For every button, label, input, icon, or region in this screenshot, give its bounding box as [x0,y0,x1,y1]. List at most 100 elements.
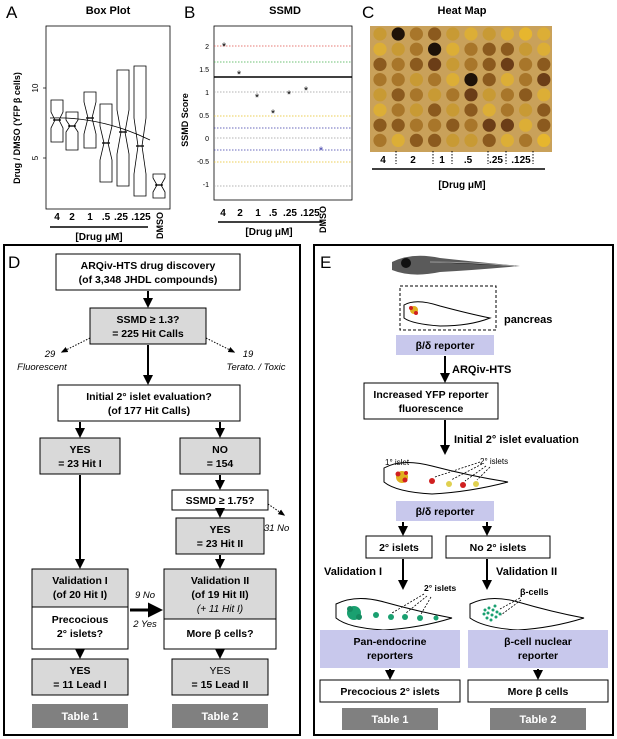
no-box [179,437,261,475]
heatmap-well [500,27,514,41]
lead2-line1: YES [209,665,230,677]
yes-hit1-line2: = 23 Hit I [58,458,102,470]
x-tick-label: 1 [255,208,261,219]
more-beta-label: More β cells [508,686,569,698]
heatmap-well [482,73,496,87]
validation1-question2: 2° islets? [57,628,103,640]
increase-box [363,382,499,420]
reporter1-box [396,335,494,355]
lead1-line1: YES [69,665,90,677]
trend-line [49,117,151,141]
heatmap-well [409,118,423,132]
reporter1-label: β/δ reporter [416,340,475,352]
data-point: * [255,92,260,104]
pan-endocrine-line1: Pan-endocrine [354,636,427,648]
heatmap-well [428,88,442,102]
lead2-box [171,658,269,696]
start-box-line2: (of 3,348 JHDL compounds) [79,274,218,286]
yes-hit2-box [175,517,265,555]
table2-tag [172,704,268,728]
panel-b: B SSMD SSMD Score 2 1.5 1 0.5 0 -0.5 -1 … [180,3,353,238]
y-tick-label: 2 [205,44,209,51]
heatmap-well [373,42,387,56]
toxic-count: 19 [243,349,254,360]
primary-islet-label: 1° islet [385,458,410,467]
table2-tag [490,708,586,730]
x-tick-label: DMSO [155,212,165,239]
heatmap-well [409,88,423,102]
table1-tag [342,708,438,730]
heatmap-well [428,103,442,117]
heatmap-well [500,133,514,147]
box-dmso [152,173,166,199]
panel-letter: C [362,3,374,22]
heatmap-well [464,88,478,102]
heatmap-well [464,133,478,147]
x-axis-label: [Drug μM] [75,232,122,243]
heatmap-well [537,27,551,41]
plot-frame [213,25,353,201]
panel-a: A Box Plot Drug / DMSO (YFP β cells) 5 1… [6,3,171,243]
beta-nuclear-line1: β-cell nuclear [504,636,572,648]
heatmap-well [482,133,496,147]
heatmap-well [500,88,514,102]
data-point: * [271,108,276,120]
x-tick-label: 2 [410,155,416,166]
x-tick-label: .5 [102,212,111,223]
y-axis-label: Drug / DMSO (YFP β cells) [12,72,22,184]
more-beta-box [467,679,609,703]
yes-hit2-line1: YES [209,524,230,536]
no-box-line2: = 154 [207,458,234,470]
heatmap-well [446,103,460,117]
heatmap-well [482,57,496,71]
heatmap-well [391,42,405,56]
heatmap-well [519,42,533,56]
heatmap-well [537,118,551,132]
heatmap-cells [373,27,551,147]
two-yes-label: 2 Yes [132,619,157,630]
x-tick-label: 4 [380,155,386,166]
validation2-line3: (+ 11 Hit I) [197,604,243,615]
x-tick-label: .125 [511,155,531,166]
x-tick-label: .25 [114,212,128,223]
heatmap-well [519,27,533,41]
x-tick-label: .125 [300,208,320,219]
pancreas-label: pancreas [504,314,552,326]
pancreas-left-outline [335,598,453,631]
heatmap-well [373,118,387,132]
y-tick-label: -1 [203,182,209,189]
beta-nuclear-line2: reporter [518,650,558,662]
heatmap-well [519,57,533,71]
y-tick-label: 10 [31,83,40,92]
chart-title: Heat Map [438,5,487,17]
heatmap-well [373,133,387,147]
data-point: * [319,145,324,157]
heatmap-well [391,27,405,41]
islets-box [365,535,433,559]
fluorescent-count: 29 [44,349,56,360]
heatmap-well [464,27,478,41]
heatmap-well [519,103,533,117]
heatmap-well [391,88,405,102]
heatmap-well [446,88,460,102]
heatmap-well [446,27,460,41]
heatmap-well [537,133,551,147]
heatmap-well [519,88,533,102]
chart-title: SSMD [269,5,301,17]
heatmap-well [409,103,423,117]
heatmap-well [409,27,423,41]
nine-no-label: 9 No [135,590,155,601]
x-axis-label: [Drug μM] [245,227,292,238]
heatmap-well [446,57,460,71]
y-tick-label: -0.5 [197,159,209,166]
toxic-label: Terato. / Toxic [227,362,286,373]
heatmap-well [500,118,514,132]
x-tick-label: .25 [489,155,503,166]
heatmap-well [446,118,460,132]
arqiv-label: ARQiv-HTS [452,364,511,376]
heatmap-well [446,73,460,87]
heatmap-well [373,73,387,87]
evaluation-box-line1: Initial 2° islet evaluation? [86,391,212,403]
panel-frame [313,244,614,736]
panel-letter: D [8,253,20,272]
